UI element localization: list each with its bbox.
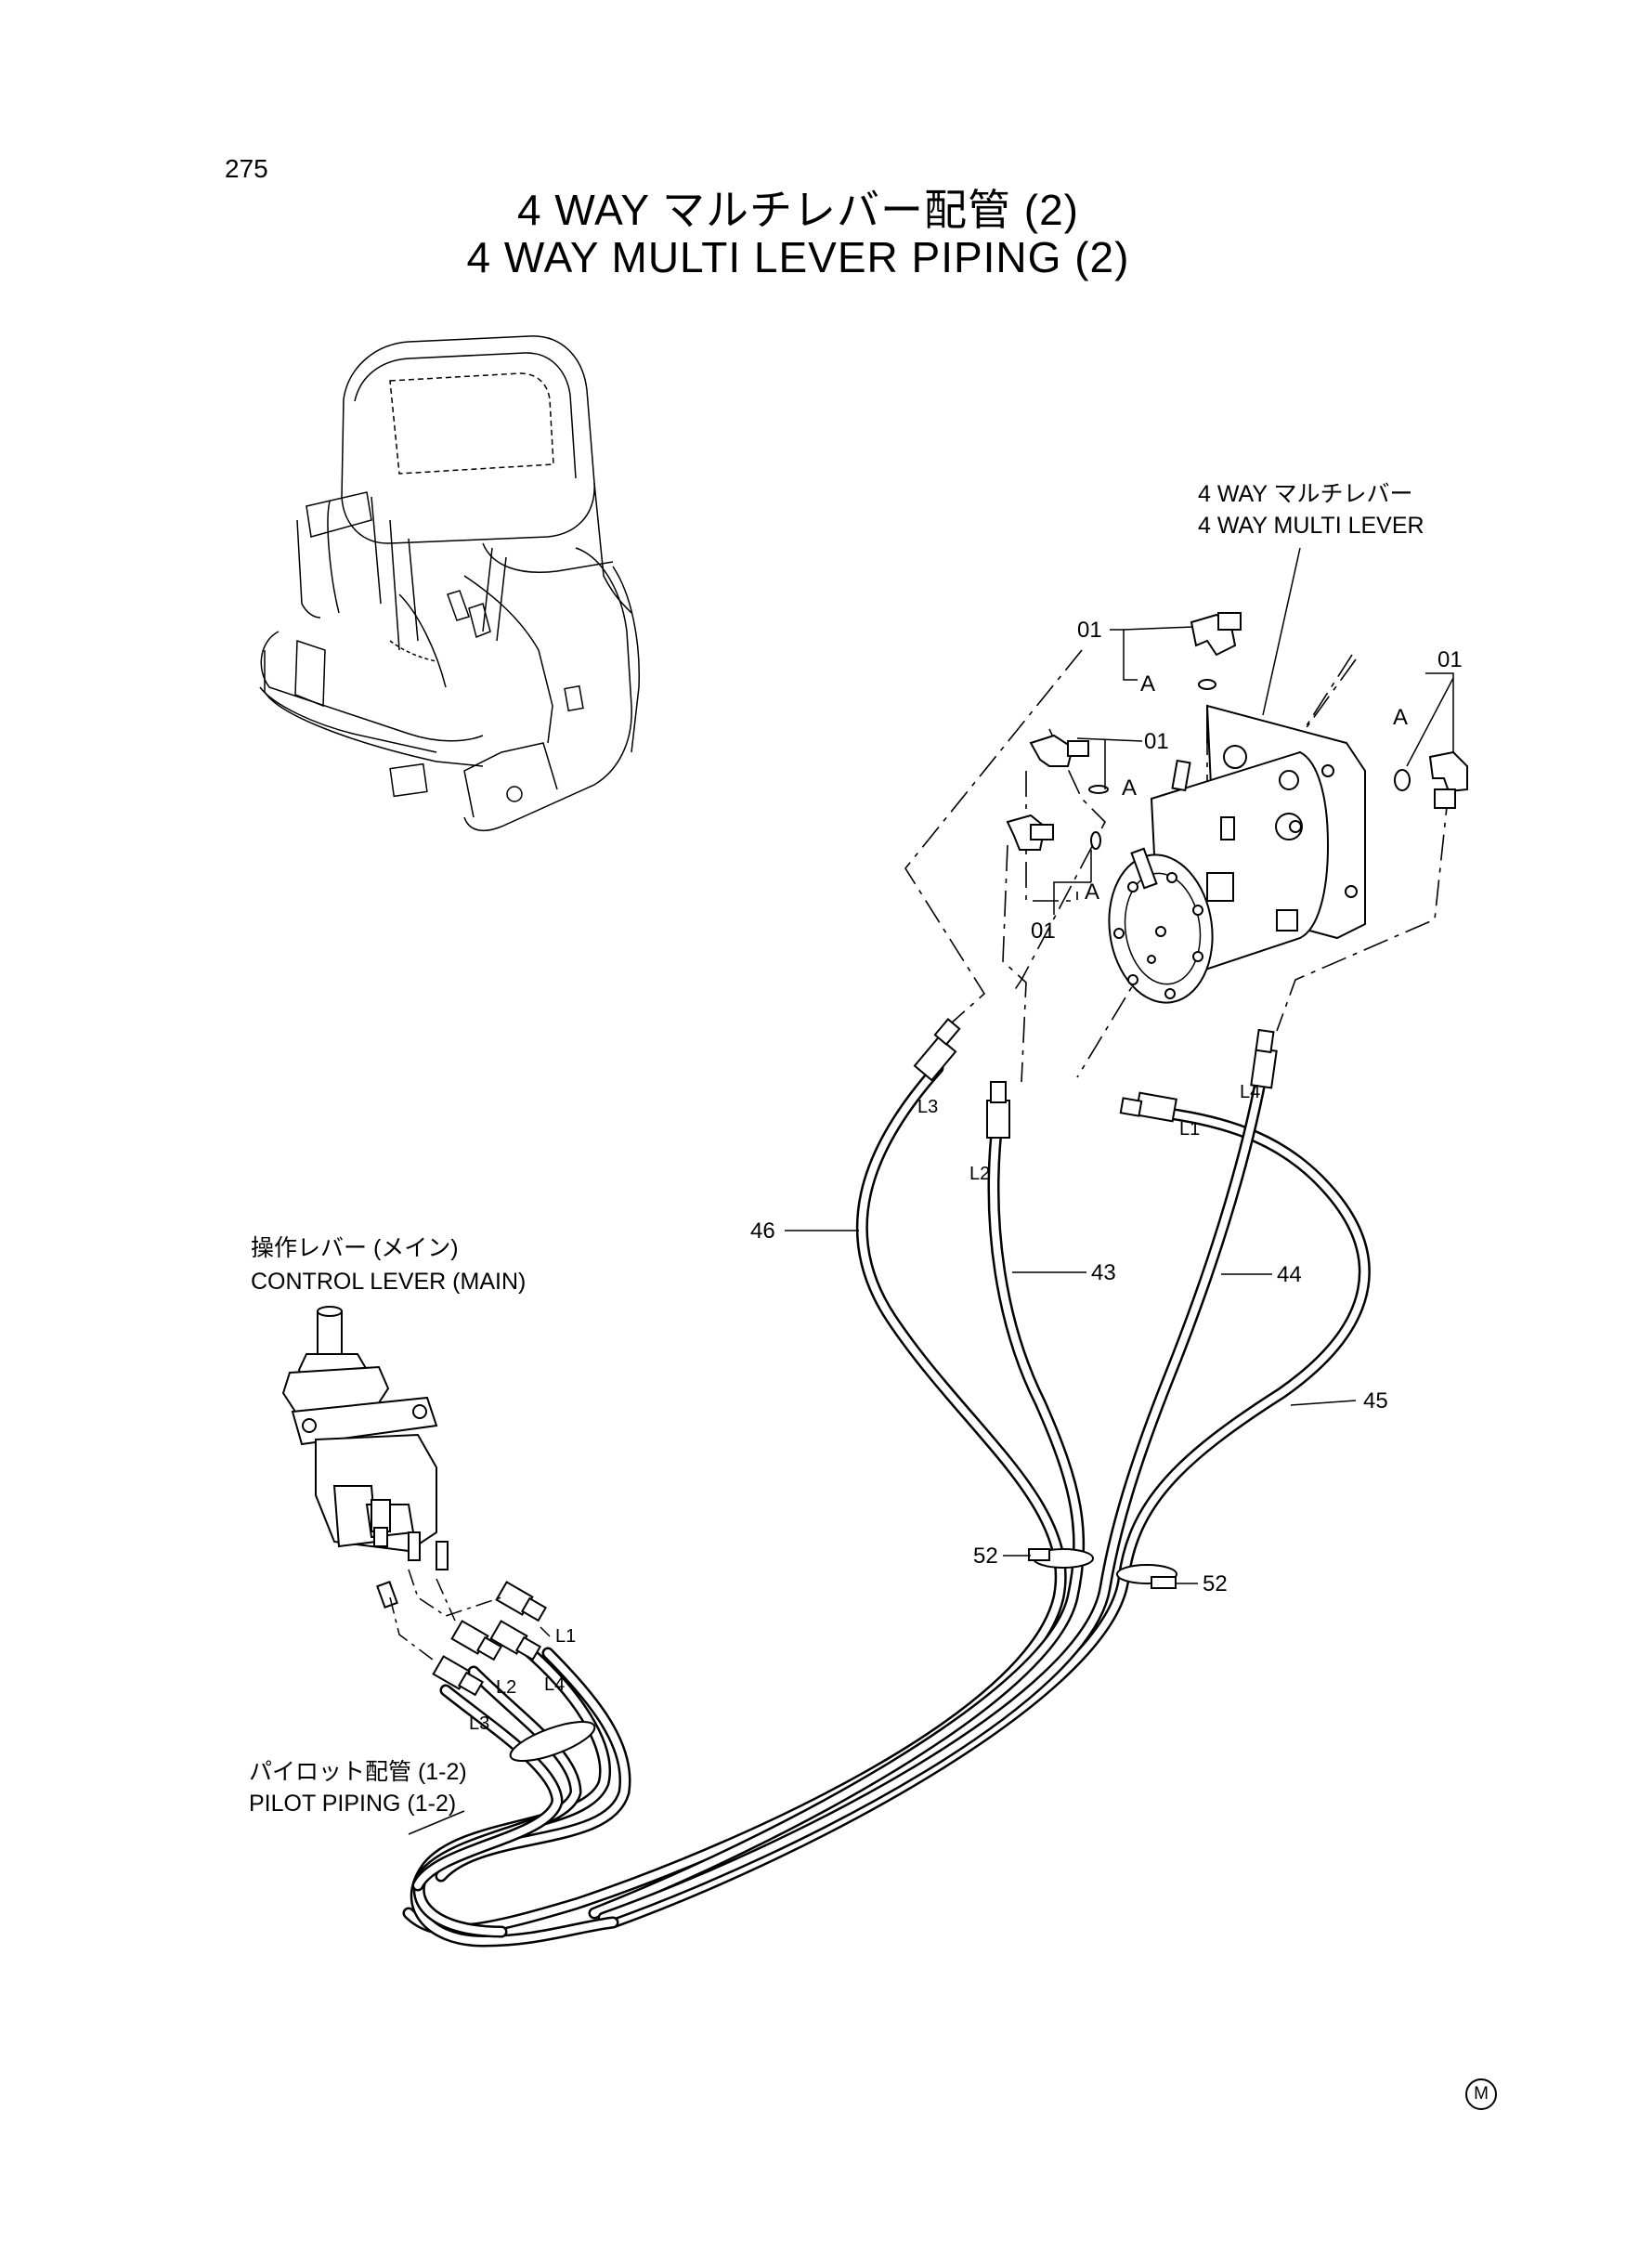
pilot-piping-label-jp: パイロット配管 (1-2) bbox=[249, 1759, 467, 1785]
pilot-connectors bbox=[389, 1569, 548, 1697]
part-number-hose-44: 44 bbox=[1277, 1262, 1302, 1287]
hose-end-label-l4: L4 bbox=[1240, 1082, 1260, 1102]
multi-lever-label-en: 4 WAY MULTI LEVER bbox=[1198, 513, 1424, 539]
manufacturer-logo: M bbox=[1465, 2078, 1497, 2110]
elbow-fitting-right bbox=[1428, 750, 1468, 809]
multi-lever-label-jp: 4 WAY マルチレバー bbox=[1198, 481, 1413, 507]
part-number-clamp-left: 52 bbox=[973, 1544, 998, 1569]
control-lever-label-en: CONTROL LEVER (MAIN) bbox=[251, 1269, 526, 1295]
page-number: 275 bbox=[225, 154, 268, 183]
elbow-fitting-left-upper bbox=[1029, 734, 1089, 767]
part-number-fitting-left-lower: 01 bbox=[1031, 919, 1056, 944]
part-number-hose-43: 43 bbox=[1091, 1260, 1116, 1285]
part-number-fitting-top: 01 bbox=[1077, 618, 1102, 643]
part-number-fitting-left-upper: 01 bbox=[1144, 729, 1169, 754]
hose-clamps bbox=[509, 1548, 1177, 1763]
o-ring-right bbox=[1394, 769, 1411, 791]
port-label-l3: L3 bbox=[469, 1713, 489, 1734]
hose-end-fittings bbox=[913, 1018, 1278, 1139]
port-label-l4: L4 bbox=[544, 1674, 565, 1695]
label-leaders bbox=[408, 547, 1357, 1835]
pilot-piping-label-en: PILOT PIPING (1-2) bbox=[249, 1791, 456, 1817]
title-japanese: 4 WAY マルチレバー配管 (2) bbox=[517, 186, 1079, 234]
multi-lever-body bbox=[1108, 704, 1366, 1004]
part-number-fitting-right: 01 bbox=[1437, 647, 1463, 672]
o-ring-left-upper bbox=[1088, 785, 1109, 794]
oring-label-right: A bbox=[1393, 705, 1408, 730]
control-lever-main bbox=[281, 1306, 449, 1609]
part-number-hose-46: 46 bbox=[750, 1218, 775, 1244]
oring-label-top: A bbox=[1140, 671, 1155, 697]
port-label-l1: L1 bbox=[555, 1626, 576, 1647]
callout-leaders bbox=[1053, 626, 1454, 915]
excavator-cab-illustration bbox=[259, 335, 641, 832]
title-english: 4 WAY MULTI LEVER PIPING (2) bbox=[466, 233, 1130, 281]
part-number-hose-45: 45 bbox=[1363, 1388, 1388, 1414]
part-number-clamp-right: 52 bbox=[1203, 1571, 1228, 1596]
oring-label-left-upper: A bbox=[1122, 775, 1137, 801]
o-ring-top bbox=[1198, 679, 1216, 690]
elbow-fitting-left-lower bbox=[1006, 814, 1054, 851]
leader-lines bbox=[904, 649, 1450, 1083]
hose-bundle bbox=[402, 1062, 1371, 1948]
port-label-l2: L2 bbox=[496, 1677, 516, 1698]
control-lever-label-jp: 操作レバー (メイン) bbox=[251, 1235, 459, 1261]
elbow-fitting-top bbox=[1190, 612, 1242, 657]
hose-end-label-l2: L2 bbox=[969, 1164, 990, 1184]
hose-end-label-l1: L1 bbox=[1179, 1119, 1200, 1140]
o-ring-left-lower bbox=[1090, 831, 1101, 850]
hose-end-label-l3: L3 bbox=[917, 1097, 938, 1117]
oring-label-left-lower: A bbox=[1085, 879, 1099, 905]
